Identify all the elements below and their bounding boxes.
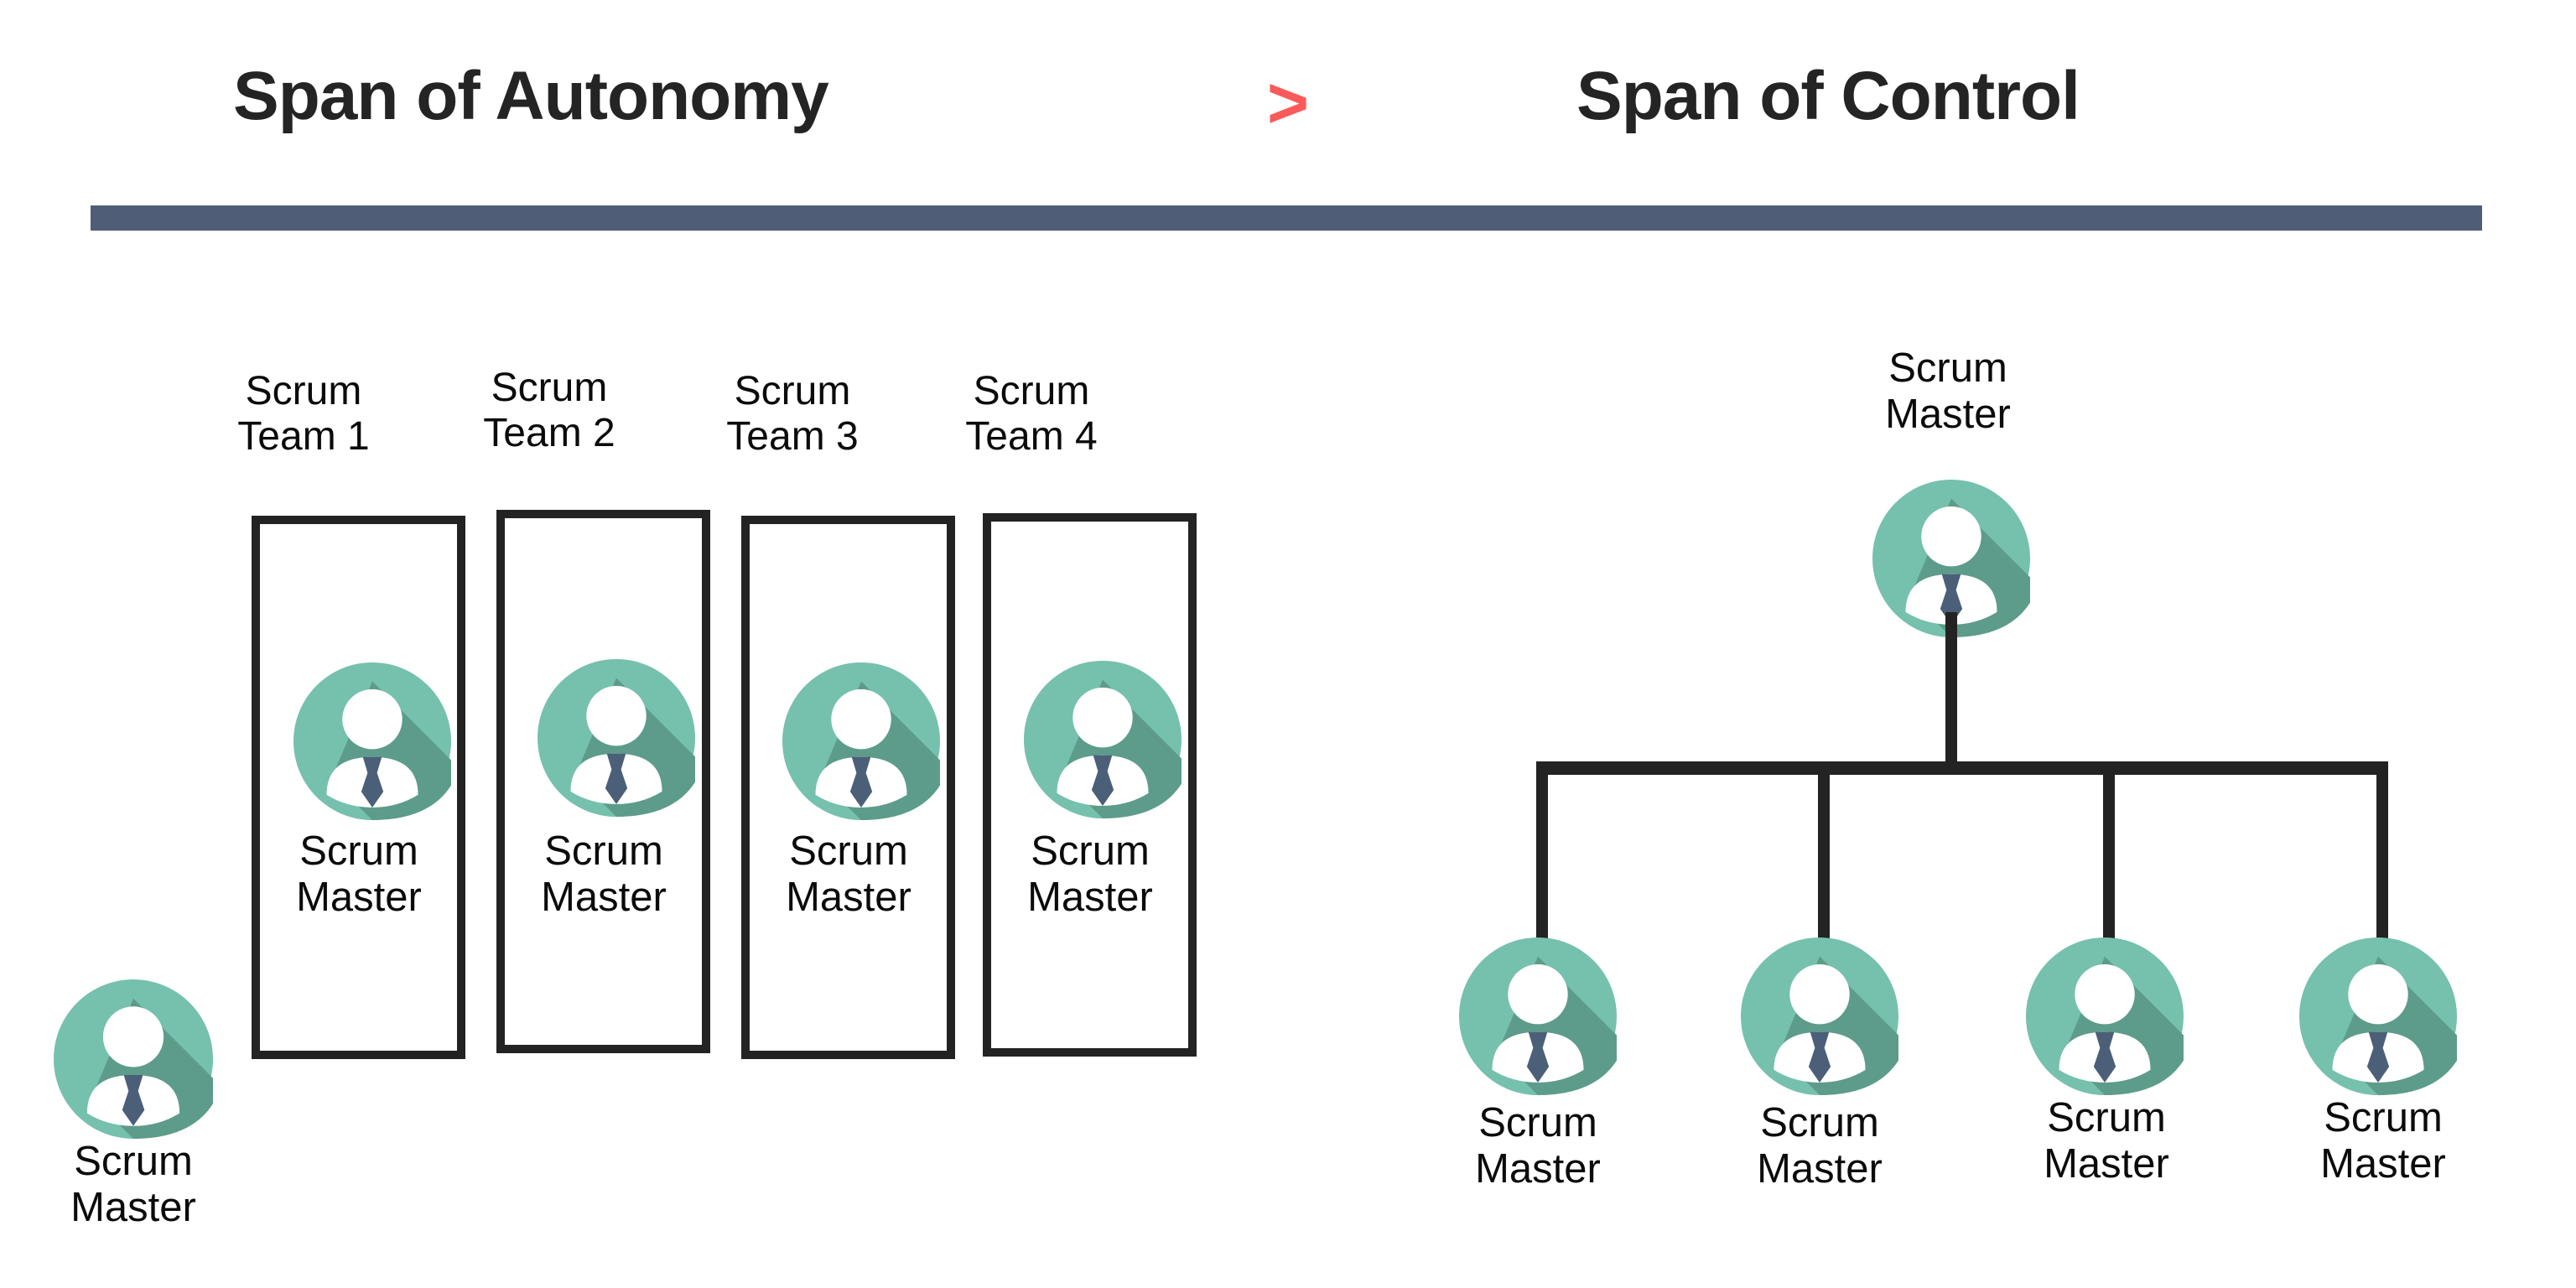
org-connector-child-3 (2103, 761, 2115, 954)
member-label-line1: Scrum (1031, 828, 1150, 874)
member-label-line2: Master (541, 874, 667, 920)
org-connector-root-stem (1945, 612, 1957, 773)
org-child-label-line2: Master (2044, 1140, 2169, 1187)
member-label-line2: Master (296, 874, 422, 920)
team-member-label-3: Scrum Master (751, 828, 946, 921)
team-caption-line1: Scrum (973, 369, 1090, 413)
team-member-label-4: Scrum Master (993, 828, 1187, 921)
team-caption-line1: Scrum (491, 366, 608, 410)
team-caption-2: Scrum Team 2 (453, 366, 646, 456)
greater-than-icon: > (1266, 63, 1310, 143)
member-label-line2: Master (1027, 874, 1153, 920)
standalone-label-line2: Master (70, 1184, 196, 1230)
header-divider-rule (91, 205, 2482, 231)
team-caption-line1: Scrum (245, 369, 362, 413)
member-label-line2: Master (786, 874, 911, 920)
standalone-label-line1: Scrum (74, 1139, 193, 1184)
member-label-line1: Scrum (789, 828, 908, 874)
org-child-label-line2: Master (1757, 1145, 1883, 1192)
person-avatar-icon (2026, 937, 2184, 1095)
org-child-label-1: Scrum Master (1437, 1100, 1639, 1192)
span-of-autonomy-title: Span of Autonomy (233, 58, 829, 134)
org-connector-child-2 (1818, 761, 1830, 954)
span-of-control-title: Span of Control (1576, 58, 2080, 134)
team-member-label-1: Scrum Master (262, 828, 456, 921)
org-child-label-3: Scrum Master (2006, 1095, 2207, 1187)
person-avatar-icon (1872, 480, 2030, 637)
org-child-label-line1: Scrum (1760, 1100, 1879, 1145)
team-member-label-2: Scrum Master (506, 828, 701, 921)
member-label-line1: Scrum (299, 828, 418, 874)
org-root-label-line2: Master (1885, 391, 2011, 437)
member-label-line1: Scrum (544, 828, 663, 874)
person-avatar-icon (782, 662, 940, 820)
team-caption-line2: Team 4 (965, 413, 1098, 459)
org-child-label-line1: Scrum (2324, 1095, 2443, 1140)
person-avatar-icon (1024, 661, 1182, 818)
org-connector-child-4 (2376, 761, 2388, 954)
person-avatar-icon (538, 659, 695, 817)
org-connector-bus (1536, 761, 2388, 775)
person-avatar-icon (293, 662, 451, 820)
org-child-label-line2: Master (1475, 1145, 1601, 1192)
person-avatar-icon (54, 979, 213, 1139)
person-avatar-icon (2299, 937, 2457, 1095)
team-caption-line2: Team 3 (726, 413, 859, 459)
team-caption-1: Scrum Team 1 (207, 369, 400, 460)
person-avatar-icon (1741, 937, 1898, 1095)
org-child-label-2: Scrum Master (1719, 1100, 1920, 1192)
team-caption-line1: Scrum (734, 369, 851, 413)
org-child-label-line1: Scrum (1478, 1100, 1597, 1145)
team-caption-line2: Team 1 (237, 413, 370, 459)
team-caption-line2: Team 2 (483, 410, 615, 455)
org-connector-child-1 (1536, 761, 1548, 954)
team-caption-3: Scrum Team 3 (696, 369, 889, 460)
org-child-label-4: Scrum Master (2283, 1095, 2484, 1187)
org-child-label-line1: Scrum (2047, 1095, 2166, 1140)
person-avatar-icon (1459, 937, 1617, 1095)
org-root-label: Scrum Master (1847, 345, 2049, 438)
standalone-scrum-master-label: Scrum Master (36, 1139, 231, 1231)
team-caption-4: Scrum Team 4 (935, 369, 1128, 460)
org-child-label-line2: Master (2320, 1140, 2446, 1187)
org-root-label-line1: Scrum (1888, 345, 2007, 391)
